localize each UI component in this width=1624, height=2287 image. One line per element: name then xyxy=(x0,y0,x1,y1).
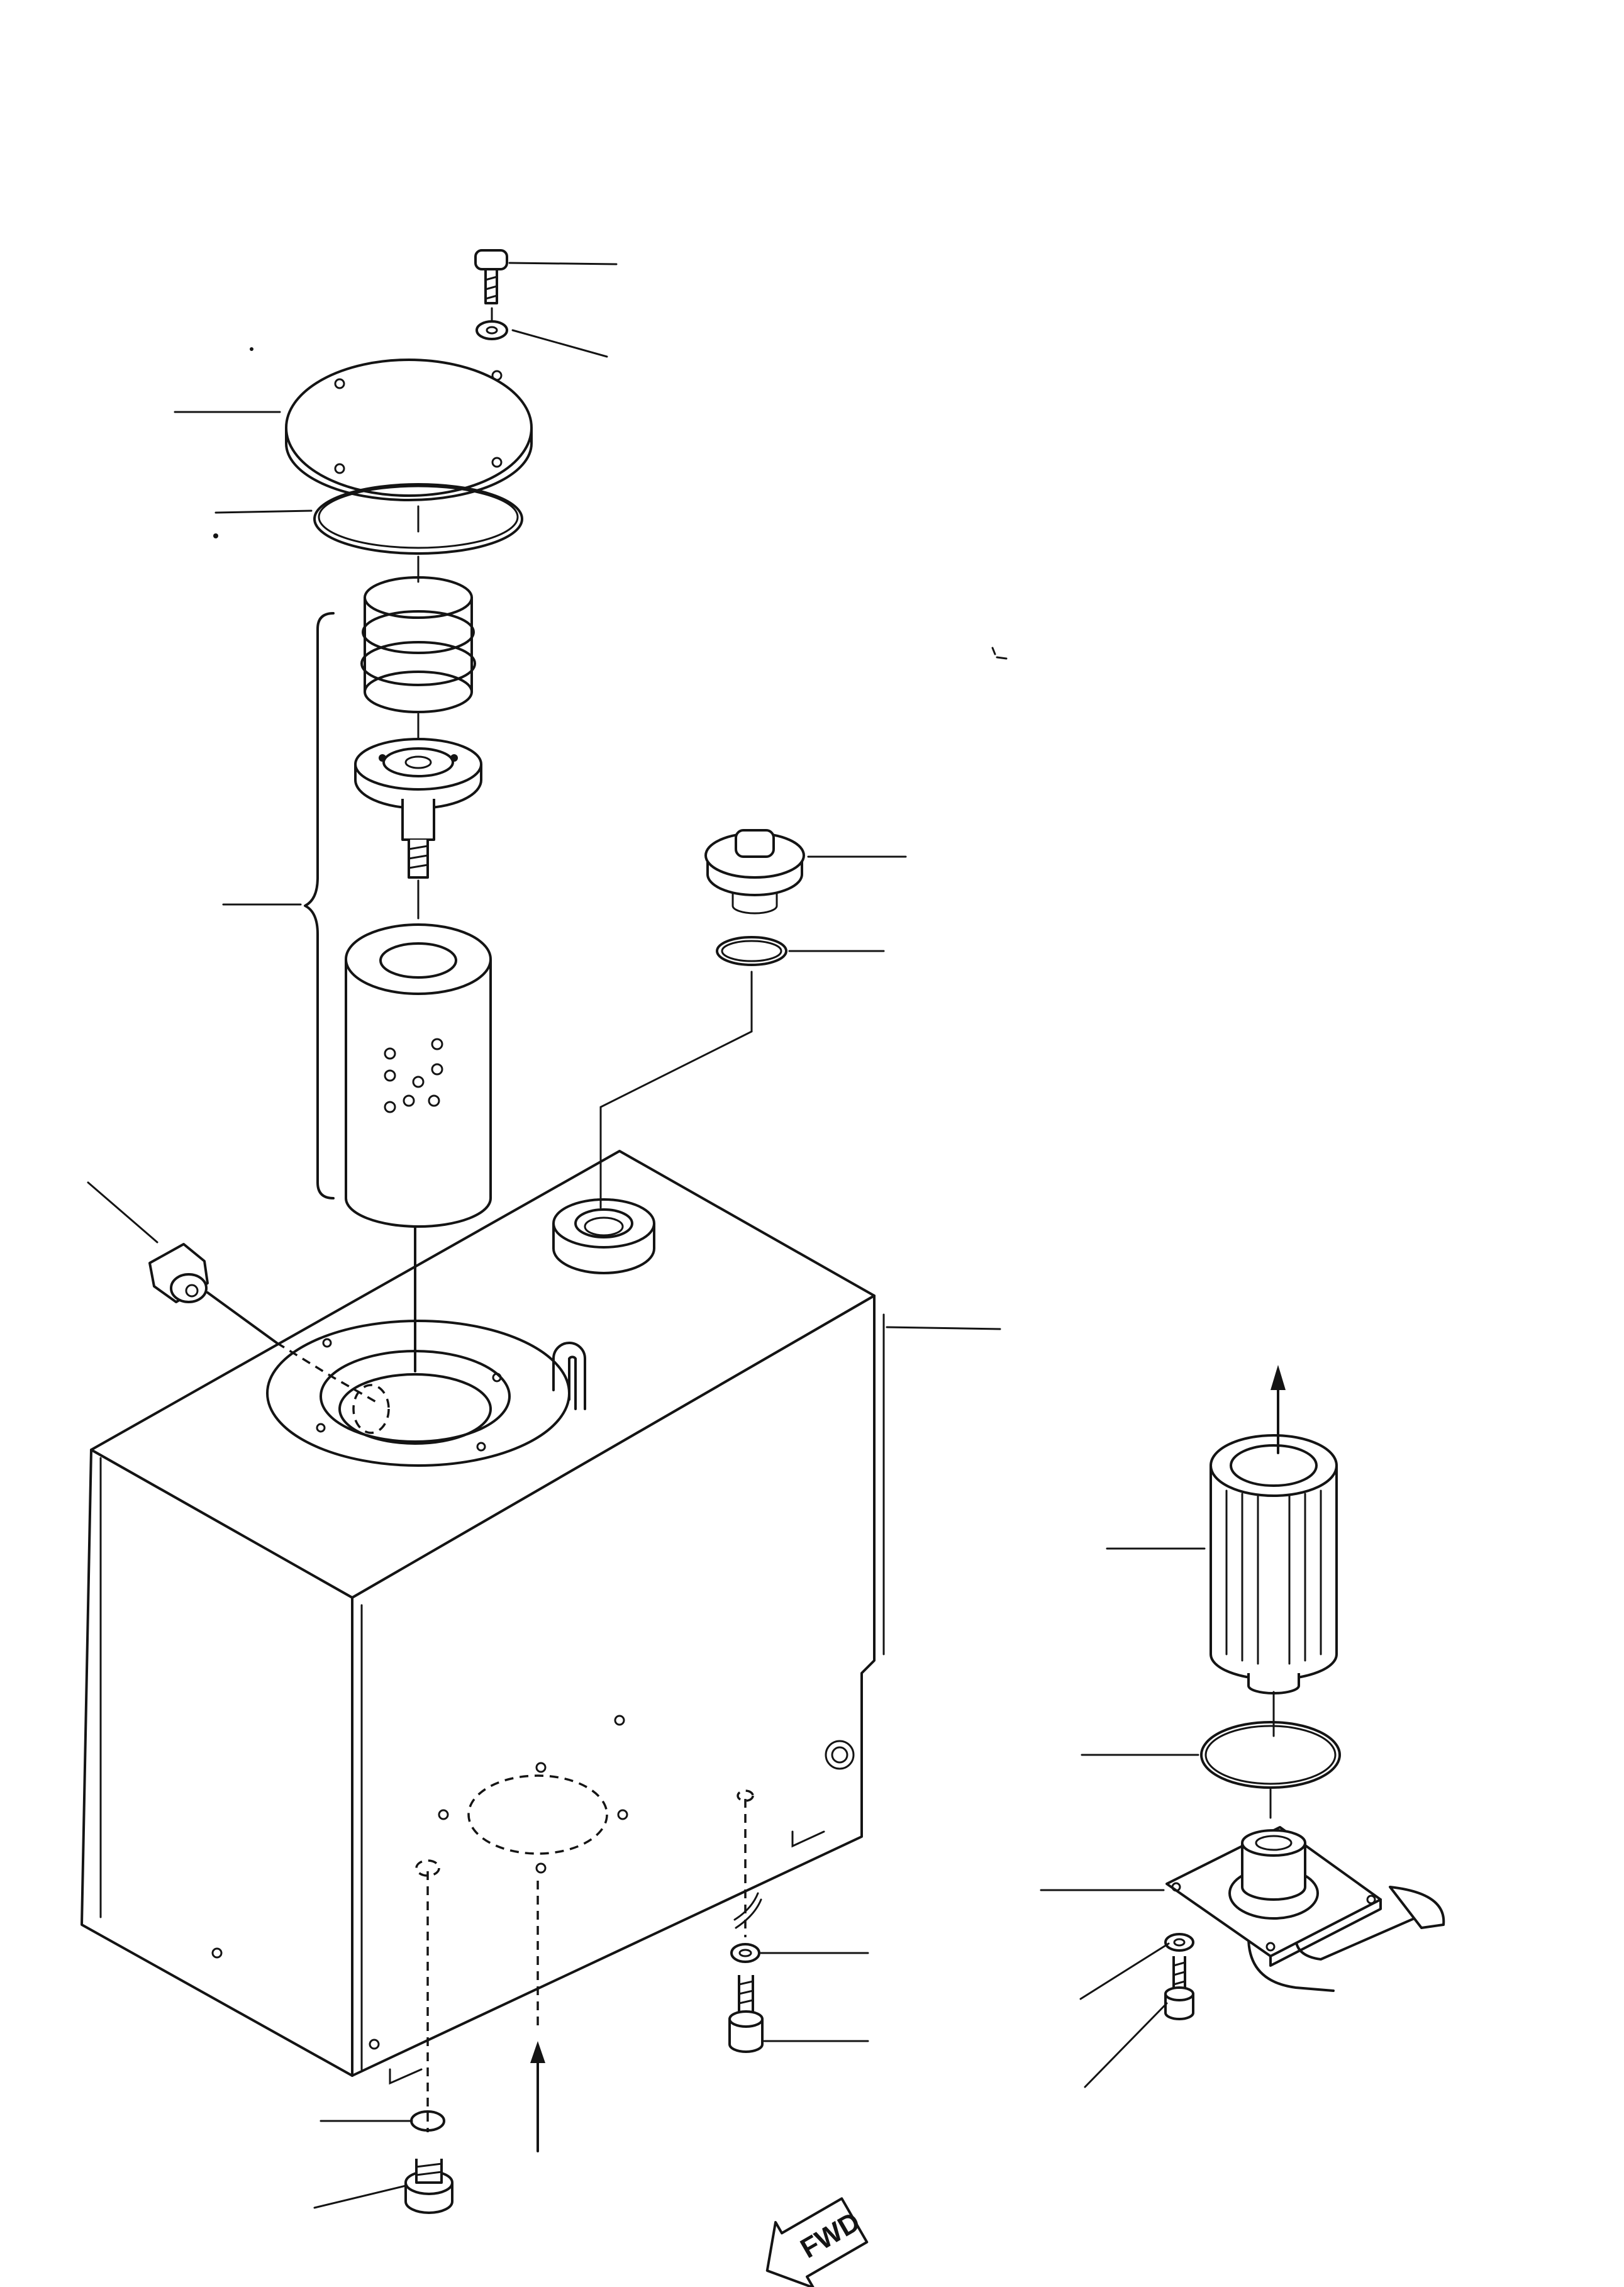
cover-plate xyxy=(285,359,533,501)
valve-assembly xyxy=(354,738,482,879)
side-plug xyxy=(148,1243,390,1434)
washer-top xyxy=(476,320,508,340)
strainer-up-arrow xyxy=(1271,1365,1286,1454)
breather-cap xyxy=(704,829,805,915)
axis-line xyxy=(733,1892,762,1929)
strainer-element xyxy=(1210,1434,1338,1694)
strainer-mount-flange xyxy=(1165,1826,1445,1992)
axis-line xyxy=(737,1789,754,1802)
bolt-top xyxy=(474,249,508,304)
tank-bolt xyxy=(728,1975,764,2053)
mount-washer xyxy=(1164,1933,1194,1952)
axis-line xyxy=(415,1859,440,1877)
leader-lines xyxy=(87,262,1206,2209)
up-arrow xyxy=(530,2041,545,2152)
reservoir-tank xyxy=(81,1150,885,2085)
breather-o-ring xyxy=(716,936,787,966)
mount-bolt xyxy=(1164,1956,1194,2020)
filter-element xyxy=(345,923,492,1228)
drain-plug xyxy=(404,2159,453,2214)
fwd-arrow: FWD xyxy=(765,2197,869,2287)
axis-line xyxy=(599,971,753,1209)
strainer-o-ring xyxy=(1200,1721,1341,1789)
cover-o-ring xyxy=(313,483,523,555)
tank-washer xyxy=(730,1943,760,1963)
spring xyxy=(360,576,476,713)
filter-assembly-bracket xyxy=(304,612,335,1199)
